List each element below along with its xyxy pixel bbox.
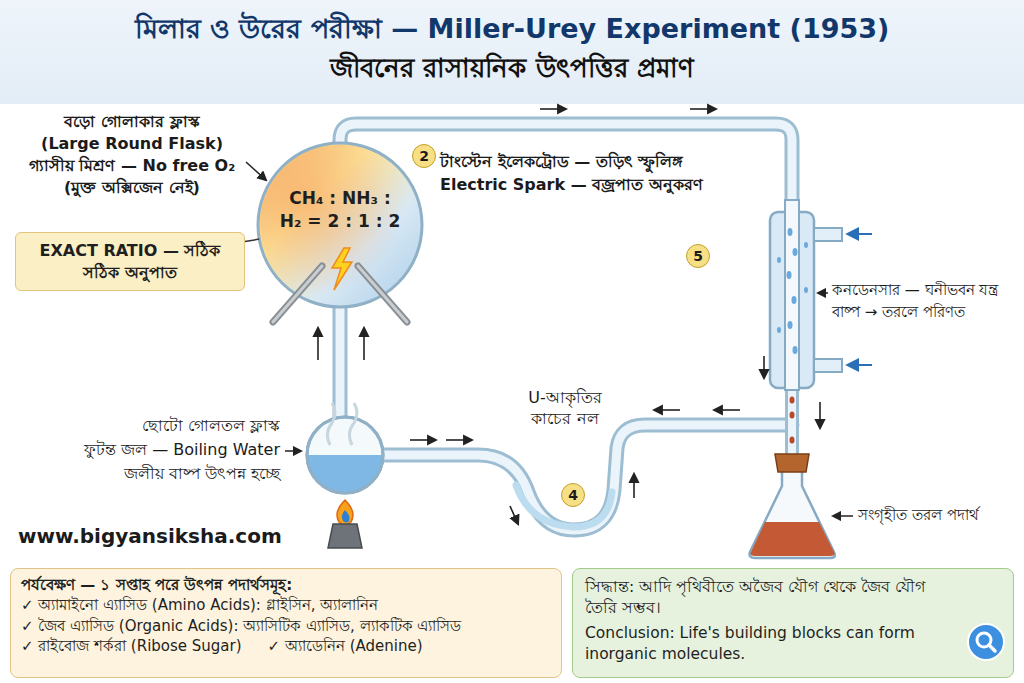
vapour-arrows (318, 328, 364, 360)
watermark: www.bigyansiksha.com (18, 524, 282, 549)
box-body-text: ✓ অ্যামাইনো এ্যাসিড (Amino Acids): গ্লাই… (21, 595, 551, 615)
part-note: ফুটন্ত জল — Boiling Water (84, 440, 280, 460)
callout-number: 4 (561, 483, 585, 507)
connector-line (245, 239, 259, 241)
part-note: (মুক্ত অক্সিজেন নেই) (64, 178, 200, 198)
part-name: টাংস্টেন ইলেকট্রোড — তড়িৎ স্ফুলিঙ্গ (440, 152, 683, 172)
callout-number: 5 (686, 244, 710, 268)
small-flask (300, 403, 390, 500)
part-name: ছোটো গোলতল ফ্লাস্ক (142, 416, 280, 436)
part-name: কনডেনসার — ঘনীভবন যন্ত্র (832, 281, 998, 300)
part-note: বাষ্প → তরলে পরিণত (832, 303, 965, 322)
conclusion-box: সিদ্ধান্ত: আদি পৃথিবীতে অজৈব যৌগ থেকে জৈ… (572, 568, 1014, 678)
box-text: সিদ্ধান্ত: আদি পৃথিবীতে অজৈব যৌগ থেকে জৈ… (585, 577, 957, 619)
flow-arrows (410, 109, 820, 524)
part-note: গ্যাসীয় মিশ্রণ — No free O₂ (29, 156, 235, 176)
box-body-text: ✓ জৈব এ্যাসিড (Organic Acids): অ্যাসিটিক… (21, 616, 551, 636)
part-name: সংগৃহীত তরল পদার্থ (858, 506, 979, 525)
part-name: (Large Round Flask) (41, 134, 223, 154)
subtitle: জীবনের রাসায়নিক উৎপত্তির প্রমাণ (330, 52, 693, 85)
box-body-text: ✓ অ্যাডেনিন (Adenine) (268, 636, 423, 656)
part-name: বড়ো গোলাকার ফ্লাস্ক (64, 112, 199, 132)
burner (328, 500, 362, 548)
part-name: কাচের নল (531, 409, 598, 429)
large-flask (258, 143, 422, 322)
box-text: EXACT RATIO — সঠিক সঠিক অনুপাত (24, 240, 236, 283)
ratio-note-box: EXACT RATIO — সঠিক সঠিক অনুপাত (15, 232, 245, 291)
part-name: U-আকৃতির (528, 388, 601, 408)
title: মিলার ও উরের পরীক্ষা — Miller-Urey Exper… (0, 8, 1024, 53)
callout-number: 2 (412, 144, 436, 168)
observation-box: পর্যবেক্ষণ — ১ সপ্তাহ পরে উৎপন্ন পদার্থস… (10, 568, 562, 678)
box-body-text: ✓ রাইবোজ শর্করা (Ribose Sugar) (21, 636, 242, 656)
part-note: Electric Spark — বজ্রপাত অনুকরণ (440, 175, 703, 195)
leader-lines (246, 162, 853, 516)
box-text: CH₄ : NH₃ : H₂ = 2 : 1 : 2 (276, 187, 404, 233)
collecting-flask (750, 397, 835, 559)
search-icon (966, 622, 1006, 662)
box-text: পর্যবেক্ষণ — ১ সপ্তাহ পরে উৎপন্ন পদার্থস… (21, 575, 551, 595)
box-body-text: Conclusion: Life's building blocks can f… (585, 623, 957, 665)
part-note: জলীয় বাষ্প উৎপন্ন হচ্ছে (124, 464, 280, 484)
reaction-flask: CH₄ : NH₃ : H₂ = 2 : 1 : 2 (258, 143, 422, 307)
